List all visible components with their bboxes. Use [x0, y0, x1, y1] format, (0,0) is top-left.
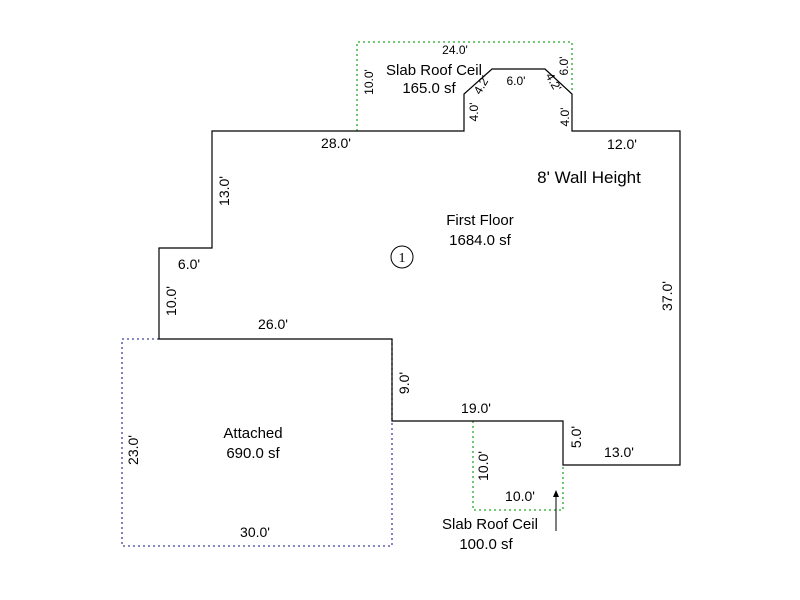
slab-top-name: Slab Roof Ceil [386, 62, 482, 79]
slab-bottom-area: 100.0 sf [459, 536, 513, 553]
dim-wall-9: 9.0' [396, 372, 412, 394]
dim-bay-left-4: 4.0' [467, 103, 481, 122]
dim-wall-13-bottom: 13.0' [604, 444, 634, 460]
slab-top-area: 165.0 sf [402, 80, 456, 97]
slab-bottom-name: Slab Roof Ceil [442, 516, 538, 533]
first-floor-name: First Floor [446, 212, 514, 229]
dim-slab-bottom-10: 10.0' [505, 488, 535, 504]
dim-bay-top: 6.0' [507, 74, 526, 88]
dim-slab-bottom-left-10: 10.0' [475, 451, 491, 481]
dim-slab-left-10: 10.0' [362, 69, 376, 95]
slab-arrow-head [553, 490, 559, 497]
dim-bay-right-4: 4.0' [558, 108, 572, 127]
dim-bay-right-6: 6.0' [557, 57, 571, 76]
attached-area: 690.0 sf [226, 445, 280, 462]
dim-wall-37: 37.0' [659, 281, 675, 311]
dim-attached-30: 30.0' [240, 524, 270, 540]
dim-wall-19: 19.0' [461, 400, 491, 416]
dim-top-24: 24.0' [442, 43, 468, 57]
attached-name: Attached [223, 425, 282, 442]
first-floor-area: 1684.0 sf [449, 232, 512, 249]
slab-roof-bottom-outline [472, 421, 564, 511]
dim-wall-13-left: 13.0' [216, 176, 232, 206]
room-marker-circle [390, 245, 414, 269]
dim-wall-10-left: 10.0' [163, 286, 179, 316]
slab-roof-top-outline [356, 41, 573, 131]
dim-attached-23: 23.0' [125, 435, 141, 465]
dim-wall-12: 12.0' [607, 136, 637, 152]
room-marker-number: 1 [399, 251, 406, 266]
wall-height-label: 8' Wall Height [537, 168, 641, 187]
first-floor-outline [158, 68, 681, 466]
attached-outline [121, 338, 393, 547]
dim-wall-6: 6.0' [178, 256, 200, 272]
dim-wall-5: 5.0' [568, 426, 584, 448]
dim-wall-26: 26.0' [258, 316, 288, 332]
dim-wall-28: 28.0' [321, 135, 351, 151]
